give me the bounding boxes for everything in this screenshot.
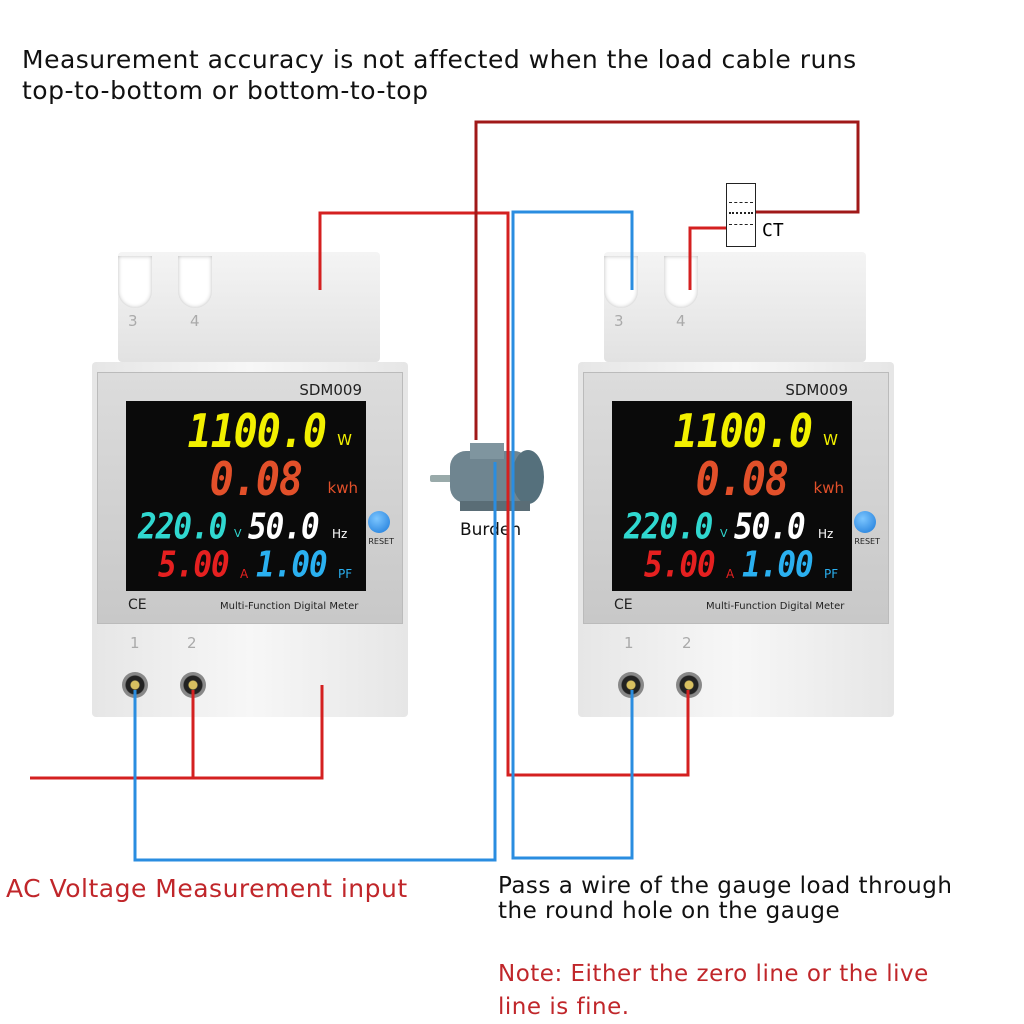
frequency-unit: Hz (332, 527, 348, 541)
power-value: 1100.0 (673, 405, 813, 459)
live-wire-load (318, 211, 690, 777)
terminal-slot-3 (118, 256, 152, 308)
terminal-number: 4 (190, 312, 200, 330)
power-unit: W (823, 431, 838, 449)
energy-value: 0.08 (209, 453, 303, 507)
meter-label: Multi-Function Digital Meter (220, 601, 359, 612)
power-value: 1100.0 (187, 405, 327, 459)
terminal-number: 2 (682, 634, 692, 652)
header-line-2: top-to-bottom or bottom-to-top (22, 76, 429, 105)
terminal-slot-4 (664, 256, 698, 308)
meter-body: SDM009 1100.0 W 0.08 kwh 220.0 V 50.0 Hz… (578, 362, 894, 717)
terminal-number: 1 (130, 634, 140, 652)
terminal-number: 1 (624, 634, 634, 652)
terminal-number: 2 (187, 634, 197, 652)
header-line-1: Measurement accuracy is not affected whe… (22, 45, 857, 74)
pf-value: 1.00 (256, 544, 328, 586)
current-value: 5.00 (644, 544, 716, 586)
frequency-value: 50.0 (248, 506, 320, 548)
ce-mark: CE (614, 597, 633, 613)
pf-unit: PF (824, 567, 839, 581)
meter-right: 3 4 SDM009 1100.0 W 0.08 kwh 220.0 V 50.… (578, 252, 894, 717)
ct-label: CT (762, 220, 784, 241)
voltage-unit: V (720, 527, 728, 540)
current-unit: A (726, 567, 735, 581)
terminal-slot-4 (178, 256, 212, 308)
lcd-screen: 1100.0 W 0.08 kwh 220.0 V 50.0 Hz 5.00 A… (126, 401, 366, 591)
neutral-wire-left (133, 462, 497, 862)
voltage-value: 220.0 (138, 506, 227, 548)
model-label: SDM009 (299, 381, 362, 399)
pf-value: 1.00 (742, 544, 814, 586)
neutral-wire-right (511, 210, 634, 860)
lcd-screen: 1100.0 W 0.08 kwh 220.0 V 50.0 Hz 5.00 A… (612, 401, 852, 591)
live-wire-ct (688, 226, 726, 290)
energy-unit: kwh (813, 479, 844, 497)
power-unit: W (337, 431, 352, 449)
meter-top-cap: 3 4 (604, 252, 866, 362)
meter-label: Multi-Function Digital Meter (706, 601, 845, 612)
energy-value: 0.08 (695, 453, 789, 507)
terminal-number: 4 (676, 312, 686, 330)
frequency-value: 50.0 (734, 506, 806, 548)
dark-live-wire-loop (474, 120, 860, 440)
current-unit: A (240, 567, 249, 581)
ce-mark: CE (128, 597, 147, 613)
meter-left: 3 4 SDM009 1100.0 W 0.08 kwh 220.0 V 50.… (92, 252, 408, 717)
note-caption: Note: Either the zero line or the live l… (498, 961, 929, 1020)
header-caption: Measurement accuracy is not affected whe… (22, 44, 857, 106)
live-wire-input (30, 685, 324, 780)
right-caption: Pass a wire of the gauge load through th… (498, 873, 953, 924)
terminal-number: 3 (614, 312, 624, 330)
terminal-number: 3 (128, 312, 138, 330)
reset-button[interactable] (368, 511, 390, 533)
energy-unit: kwh (327, 479, 358, 497)
frequency-unit: Hz (818, 527, 834, 541)
meter-body: SDM009 1100.0 W 0.08 kwh 220.0 V 50.0 Hz… (92, 362, 408, 717)
voltage-unit: V (234, 527, 242, 540)
burden-label: Burden (460, 520, 522, 540)
reset-label: RESET (368, 537, 394, 546)
pf-unit: PF (338, 567, 353, 581)
meter-face: SDM009 1100.0 W 0.08 kwh 220.0 V 50.0 Hz… (583, 372, 889, 624)
reset-label: RESET (854, 537, 880, 546)
current-value: 5.00 (158, 544, 230, 586)
meter-face: SDM009 1100.0 W 0.08 kwh 220.0 V 50.0 Hz… (97, 372, 403, 624)
reset-button[interactable] (854, 511, 876, 533)
current-transformer (726, 183, 756, 247)
left-caption: AC Voltage Measurement input (6, 874, 408, 903)
voltage-value: 220.0 (624, 506, 713, 548)
meter-top-cap: 3 4 (118, 252, 380, 362)
model-label: SDM009 (785, 381, 848, 399)
